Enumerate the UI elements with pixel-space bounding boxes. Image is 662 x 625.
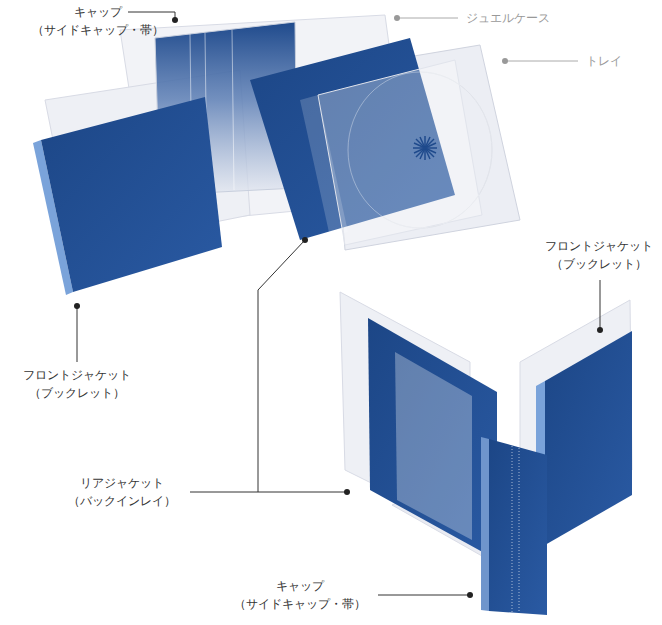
cap-perforation [512, 446, 513, 612]
part-label: トレイ [586, 52, 622, 70]
part-label: リアジャケット （バックインレイ） [59, 474, 185, 510]
exploded-view [33, 15, 520, 295]
part-label: キャップ （サイドキャップ・帯） [227, 577, 373, 613]
leader-dot [344, 489, 350, 495]
leader-dot [172, 17, 178, 23]
leader-dot [502, 58, 508, 64]
front-booklet [545, 331, 632, 545]
illustration-part [414, 143, 436, 153]
leader-line [397, 18, 458, 19]
assembled-view [340, 292, 632, 615]
leader-dot [597, 327, 603, 333]
cap-perforation [519, 448, 520, 613]
part-label: ジュエルケース [466, 9, 550, 27]
leader-line [128, 12, 175, 20]
part-label: フロントジャケット （ブックレット） [540, 237, 658, 273]
leader-line [600, 280, 601, 330]
leader-dot [467, 592, 473, 598]
rear-panel [368, 318, 497, 560]
burst-icon [413, 136, 437, 160]
leader-line [378, 595, 470, 596]
part-label: フロントジャケット （ブックレット） [18, 366, 136, 402]
side-cap [489, 439, 547, 615]
part-label: キャップ （サイドキャップ・帯） [25, 3, 171, 39]
rear-panel-inner [395, 352, 472, 540]
leader-dot [74, 303, 80, 309]
illustration-part [414, 143, 436, 153]
leader-dot [302, 237, 308, 243]
cap-fold [232, 30, 234, 190]
leader-dot [394, 15, 400, 21]
leader-line [505, 61, 578, 62]
front-booklet [41, 97, 222, 292]
leader-line [258, 492, 347, 493]
cap-side [481, 437, 489, 611]
leader-lines [74, 12, 603, 598]
leader-line [77, 306, 78, 362]
leader-line [190, 240, 305, 492]
disc-outline [348, 72, 492, 228]
